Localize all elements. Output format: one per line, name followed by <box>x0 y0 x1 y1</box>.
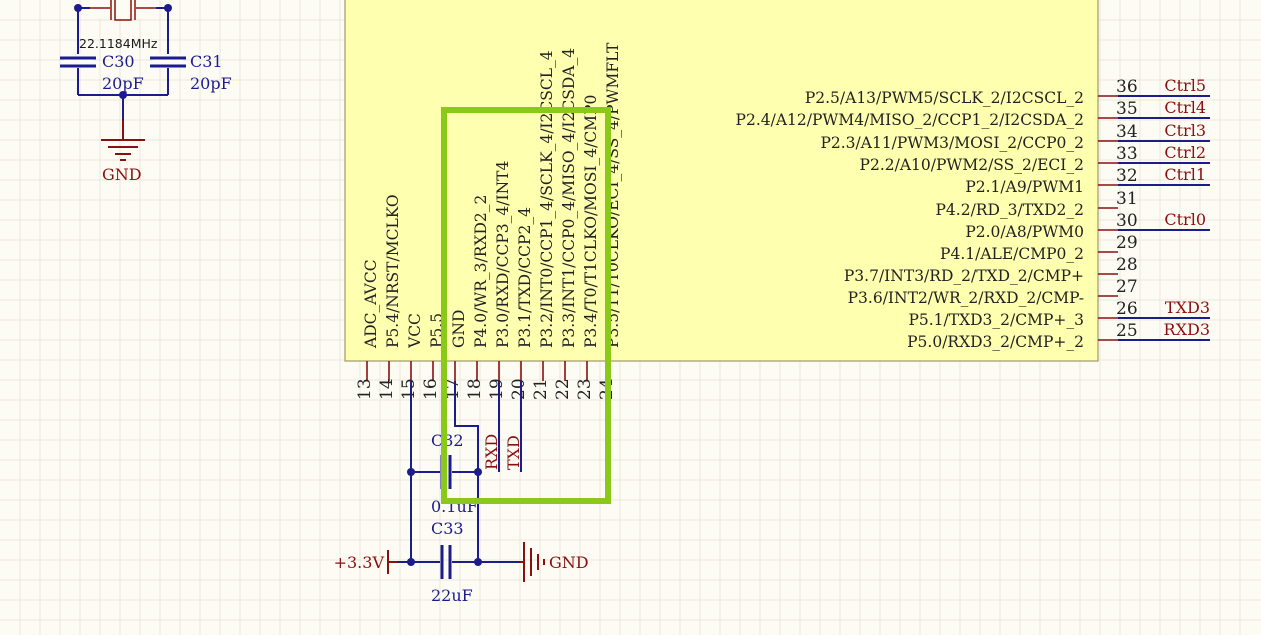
right-pin-numbers: 36 35 34 33 32 31 30 29 28 27 26 25 <box>1116 77 1138 341</box>
pin-21-number: 21 <box>531 378 551 400</box>
pin-16-number: 16 <box>421 378 441 400</box>
pin-27-number: 27 <box>1116 277 1138 297</box>
pin-27-name: P3.6/INT2/WR_2/RXD_2/CMP- <box>848 289 1084 307</box>
pin-18-name: P4.0/WR_3/RXD2_2 <box>472 195 490 348</box>
c31-value: 20pF <box>190 74 232 93</box>
net-label-ctrl0: Ctrl0 <box>1164 210 1206 229</box>
ground-port-icon <box>520 542 545 582</box>
pin-28-number: 28 <box>1116 255 1138 275</box>
net-label-ctrl2: Ctrl2 <box>1164 143 1206 162</box>
junction-dots <box>407 468 482 566</box>
pin-31-name: P4.2/RD_3/TXD2_2 <box>935 201 1084 219</box>
pin-23-number: 23 <box>575 378 595 400</box>
pin-25-number: 25 <box>1116 321 1138 341</box>
pin-34-name: P2.3/A11/PWM3/MOSI_2/CCP0_2 <box>820 134 1084 152</box>
pin-25-name: P5.0/RXD3_2/CMP+_2 <box>907 333 1084 351</box>
pin-26-number: 26 <box>1116 299 1138 319</box>
pin-13-number: 13 <box>355 378 375 400</box>
pin-15-number: 15 <box>399 378 419 400</box>
pin-28-name: P3.7/INT3/RD_2/TXD_2/CMP+ <box>844 267 1084 285</box>
pin-29-number: 29 <box>1116 233 1138 253</box>
pin-19-number: 19 <box>487 378 507 400</box>
right-net-wires <box>1118 95 1210 341</box>
mcu-body <box>344 0 1099 362</box>
pin-13-name: ADC_AVCC <box>362 259 380 349</box>
capacitor-c31 <box>150 54 186 68</box>
pin-30-number: 30 <box>1116 211 1138 231</box>
capacitor-c30 <box>60 54 96 68</box>
capacitor-c33 <box>440 545 452 579</box>
pin-32-number: 32 <box>1116 166 1138 186</box>
c30-value: 20pF <box>102 74 144 93</box>
c30-ref: C30 <box>102 52 135 71</box>
right-pin-names: P2.5/A13/PWM5/SCLK_2/I2CSCL_2 P2.4/A12/P… <box>736 89 1084 351</box>
pin-35-name: P2.4/A12/PWM4/MISO_2/CCP1_2/I2CSDA_2 <box>736 111 1084 129</box>
right-net-labels: Ctrl5 Ctrl4 Ctrl3 Ctrl2 Ctrl1 Ctrl0 TXD3… <box>1164 76 1210 339</box>
crystal-symbol <box>90 0 156 21</box>
net-label-ctrl1: Ctrl1 <box>1164 165 1206 184</box>
power-label: +3.3V <box>334 553 385 572</box>
pin-36-number: 36 <box>1116 77 1138 97</box>
decoupling-gnd-label: GND <box>549 553 589 572</box>
pin-31-number: 31 <box>1116 189 1138 209</box>
pin-17-name: GND <box>450 310 468 348</box>
net-label-ctrl4: Ctrl4 <box>1164 98 1206 117</box>
pin-34-number: 34 <box>1116 122 1138 142</box>
pin-30-name: P2.0/A8/PWM0 <box>965 223 1084 241</box>
bottom-pin-stubs <box>366 361 610 381</box>
pin-18-number: 18 <box>465 378 485 400</box>
pin-14-number: 14 <box>377 378 397 400</box>
crystal-gnd-label: GND <box>102 165 142 184</box>
c31-ref: C31 <box>190 52 223 71</box>
pin-29-name: P4.1/ALE/CMP0_2 <box>940 245 1084 263</box>
c32-ref: C32 <box>431 431 464 450</box>
net-label-txd3: TXD3 <box>1165 298 1210 317</box>
pin-14-name: P5.4/NRST/MCLKO <box>384 194 402 348</box>
pin-36-name: P2.5/A13/PWM5/SCLK_2/I2CSCL_2 <box>805 89 1084 107</box>
net-label-ctrl5: Ctrl5 <box>1164 76 1206 95</box>
c33-value: 22uF <box>431 586 473 605</box>
pin-33-name: P2.2/A10/PWM2/SS_2/ECI_2 <box>860 156 1084 174</box>
pin-20-number: 20 <box>509 378 529 400</box>
pin-22-number: 22 <box>553 378 573 400</box>
crystal-frequency: 22.1184MHz <box>79 36 158 51</box>
bottom-pin-names: ADC_AVCC P5.4/NRST/MCLKO VCC P5.5 GND P4… <box>362 42 622 349</box>
net-label-ctrl3: Ctrl3 <box>1164 121 1206 140</box>
pin-21-name: P3.2/INT0/CCP1_4/SCLK_4/I2CSCL_4 <box>538 50 556 348</box>
decoupling-wiring <box>397 381 522 563</box>
highlight-box[interactable] <box>441 107 611 504</box>
pin-17-number: 17 <box>443 378 463 400</box>
pin-33-number: 33 <box>1116 144 1138 164</box>
right-pin-stubs <box>1098 95 1118 341</box>
pin-35-number: 35 <box>1116 99 1138 119</box>
pin-32-name: P2.1/A9/PWM1 <box>965 178 1084 196</box>
pin-15-name: VCC <box>406 313 424 349</box>
net-label-rxd3: RXD3 <box>1164 320 1210 339</box>
pin-19-name: P3.0/RXD/CCP3_4/INT4 <box>494 160 512 348</box>
pin-20-name: P3.1/TXD/CCP2_4 <box>516 207 534 348</box>
crystal-oscillator: 22.1184MHz C30 20pF C31 20pF GND <box>60 0 232 184</box>
pin-23-name: P3.4/T0/T1CLKO/MOSI_4/CMP0 <box>582 95 600 348</box>
c33-ref: C33 <box>431 519 464 538</box>
net-label-rxd: RXD <box>482 434 501 470</box>
net-label-txd: TXD <box>504 435 523 470</box>
pin-22-name: P3.3/INT1/CCP0_4/MISO_4/I2CSDA_4 <box>560 48 578 348</box>
power-port-icon <box>387 550 397 574</box>
bottom-pin-numbers: 13 14 15 16 17 18 19 20 21 22 23 24 <box>355 378 617 400</box>
pin-26-name: P5.1/TXD3_2/CMP+_3 <box>908 311 1084 329</box>
ground-symbol-icon <box>101 120 145 161</box>
